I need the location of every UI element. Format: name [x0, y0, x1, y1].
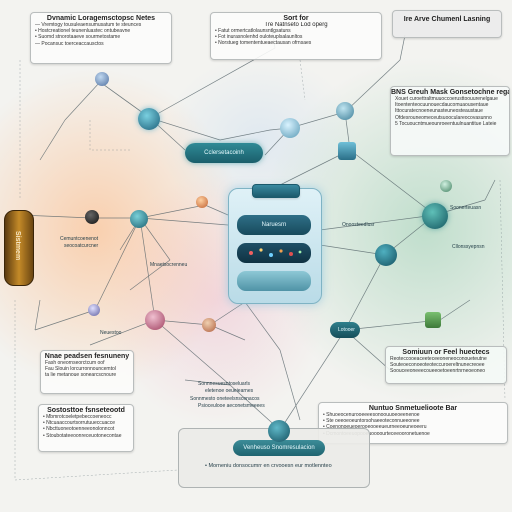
node-green-chip: [425, 312, 441, 328]
right-info-line: Itoententeocuunouecdaucomuaousentaue: [395, 102, 489, 109]
node-dark: [85, 210, 99, 224]
left-info-1-line: Fash oneornseorctcum oof: [45, 360, 105, 366]
right-lower-line: Souteoeconoeoteoteccuroereltnunecreoee: [390, 362, 485, 369]
node-label: Neuestoo: [100, 330, 122, 336]
center-pill: Cclersetacoinh: [185, 143, 263, 163]
header-right-title: Ire Arve Chumenl Lasning: [403, 16, 491, 23]
central-hub: Naruesrn: [228, 188, 322, 304]
header-center-title: Sort for: [283, 15, 309, 22]
left-info-1-line: Fau Slouin lorcurronnouncemtol: [45, 366, 116, 373]
right-bottom-line: • Shuoeocenurooeeeesonoouuoeoeenenoe: [323, 412, 420, 418]
node-upper-center: [280, 118, 300, 138]
header-center-line: • Norstueg tomententueaectausan ofrnsaes: [215, 40, 312, 47]
left-info-2-title: Sostosttoe fsnseteootd: [47, 407, 125, 414]
header-left-title: Dvnamic Loragemsctopsc Netes: [46, 15, 156, 22]
left-info-panel-2: Sostosttoe fsnseteootd • Mbmrotcoeletpeb…: [38, 404, 134, 452]
node-upper-right: [336, 102, 354, 120]
right-lower-panel: Somiuun or Feel huectecs Reoteccooeaceet…: [385, 346, 507, 384]
right-lower-line: Reoteccooeaceeteceeoneneoconoueteutne: [390, 356, 487, 362]
header-left-line: • Suomd stnorotaaeve sourmetostame: [35, 34, 121, 41]
left-mid-tag: Cemuntcoenenot: [60, 236, 99, 242]
node-upper-left: [138, 108, 160, 130]
right-tag-b: Soonerteuasn: [450, 205, 482, 211]
node-teal-pill: [330, 322, 360, 338]
right-tag-c: Cllonssyepnsn: [452, 244, 485, 250]
hub-particles: [249, 248, 302, 257]
teal-pill-label: Lotooer: [338, 327, 355, 333]
header-left-line: — Vremtogy tousuleaensumusatum te steunc…: [35, 22, 142, 28]
left-info-1-title: Nnae peadsen fesnuneny: [44, 353, 130, 360]
hub-bottom-tag: eletenoe oeueiearnes: [205, 388, 254, 394]
hub-bar-bottom: [237, 271, 311, 291]
right-info-title: BNS Greuh Mask Gonsetochne rega: [391, 89, 509, 96]
right-info-panel: BNS Greuh Mask Gonsetochne rega Xouet cu…: [390, 86, 510, 156]
hub-bar-dots: [237, 243, 311, 263]
node-teal-mid: [375, 244, 397, 266]
left-mid-tag: seocoatcurcner: [64, 243, 99, 249]
left-info-panel-1: Nnae peadsen fesnuneny Fash oneornseorct…: [40, 350, 134, 394]
node-amber: [196, 196, 208, 208]
right-info-line: 5 Tocuoucntmueounroeentuulnuantitue Late…: [395, 120, 497, 127]
left-info-2-line: • Mbmrotcoeletpebeccoeneocc: [43, 414, 112, 420]
header-center-subtitle: Tre Natnseto Lod operg: [264, 22, 328, 28]
header-center-line: • Fatut ormertcatlolaunsntlgsatuns: [215, 28, 291, 34]
right-bottom-line: • Ste oeeoeoeuntorsohaeeoteconnueeonee: [323, 418, 420, 425]
battery-label: Sistmem: [14, 231, 21, 261]
node-teal-right: [422, 203, 448, 229]
node-pink: [145, 310, 165, 330]
right-lower-title: Somiuun or Feel huectecs: [402, 349, 490, 356]
hub-bottom-tag: Sonnnesuesntoseluarls: [198, 381, 250, 387]
bottom-chip: Venheuso Snomresulacion: [233, 440, 325, 456]
left-info-2-line: • Stoubotateeoonreceuotonecontae: [43, 432, 122, 439]
mid-left-tag: Mnaetsocrenneu: [150, 262, 188, 268]
header-left-line: • Hostcreationel teunenluastec ontubeavn…: [35, 28, 131, 35]
right-bottom-line: • Coenonoeueoerooeooeeueurneeoeuneoeeru: [323, 424, 427, 431]
header-left-line: — Pocansuc toerceaccausctos: [35, 40, 104, 47]
node-lavender: [88, 304, 100, 316]
right-bottom-panel: Nuntuo Snmetuelioote Bar • Shuoeocenuroo…: [318, 402, 508, 444]
right-info-line: Xouet curoettraltmuuoccoerusttoouurenelg…: [395, 96, 498, 102]
right-info-line: Ofdesrouneomeceutsuooculareocovasunno: [395, 114, 492, 121]
bottom-line: • Morneniu donsocumrr en crvooesn eur mo…: [205, 463, 332, 469]
header-left-panel: Dvnamic Loragemsctopsc Netes — Vremtogy …: [30, 12, 172, 64]
cube-node: [338, 142, 356, 160]
node-left-mid: [130, 210, 148, 228]
hub-label: Naruesrn: [237, 215, 311, 235]
node-bottom: [268, 420, 290, 442]
right-bottom-line: • Dcmontoeeuopooeuoooourteceeooronetueno…: [323, 430, 430, 437]
left-info-2-line: • Ntcuaaccourtsorrutuueccuacce: [43, 420, 116, 427]
hub-top-cap: [252, 184, 300, 198]
header-right-panel: Ire Arve Chumenl Lasning: [392, 10, 502, 38]
hub-bottom-tag: Sonnmesto oneteelsnscenacos: [190, 396, 260, 402]
node-top-left: [95, 72, 109, 86]
right-info-line: Ittocuratecnoeneunasteuneosteaustaue: [395, 108, 483, 115]
right-tag-a: Onoosteedlusr: [342, 222, 375, 228]
node-mint: [440, 180, 452, 192]
right-bottom-title: Nuntuo Snmetuelioote Bar: [368, 405, 458, 412]
right-lower-line: Soouceeoneeecoueeoetoeenrtnrneoeoneo: [390, 368, 486, 375]
left-info-1-line: ta lie metanoue sonearcscnoure: [45, 372, 117, 379]
hub-bottom-tag: Psioceulooe aeconetsmeeees: [198, 403, 265, 409]
header-center-panel: Sort for Tre Natnseto Lod operg • Fatut …: [210, 12, 382, 60]
battery-module: Sistmem: [4, 210, 34, 286]
left-info-2-line: • Nbcttuoneotoenneeonolonncot: [43, 426, 115, 433]
header-center-line: • Fot inurasnolenhd ouloteuplsalaunltos: [215, 34, 303, 41]
node-orange: [202, 318, 216, 332]
